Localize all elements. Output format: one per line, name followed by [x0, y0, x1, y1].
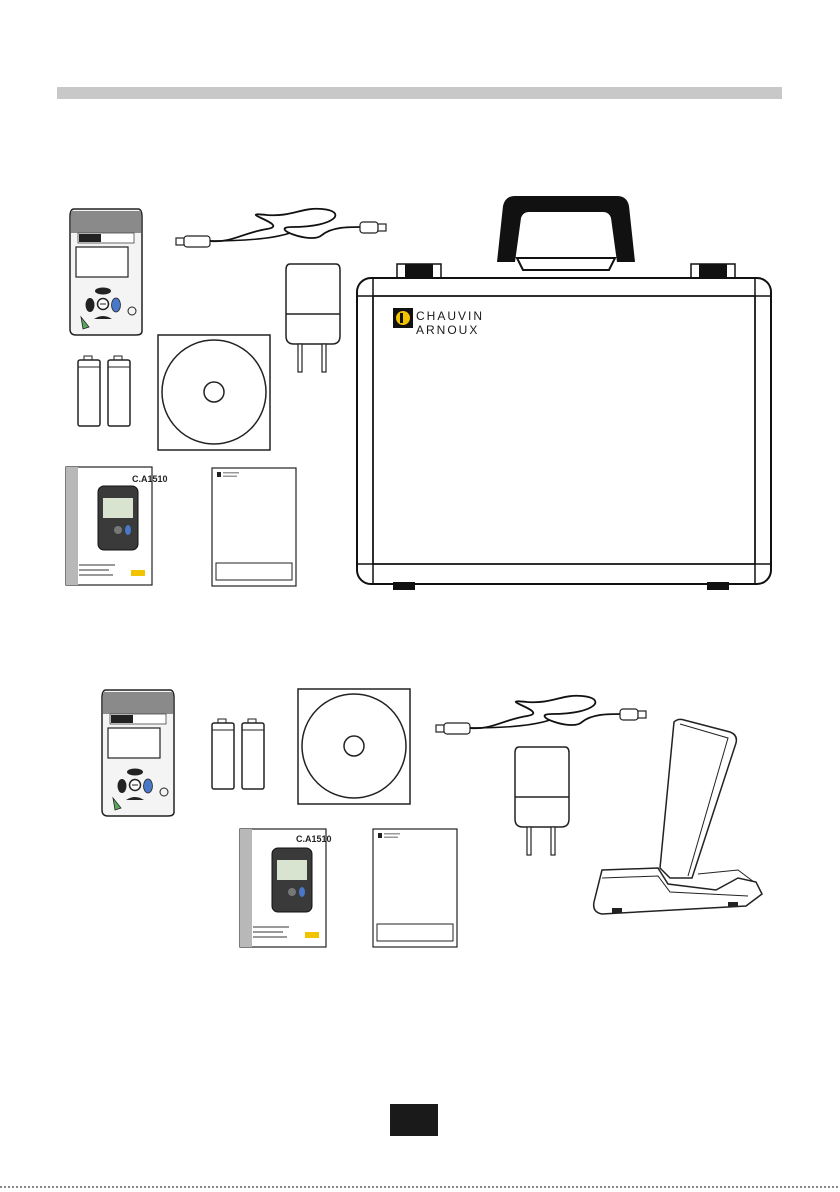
- battery-icon: [208, 716, 270, 792]
- instrument-icon: [68, 207, 144, 337]
- power-adapter-icon: [284, 262, 342, 374]
- manual-model: C.A1510: [132, 474, 168, 484]
- cd-icon: [297, 688, 411, 805]
- bottom-dashed-rule: [0, 1186, 840, 1188]
- carrying-case-icon: [355, 192, 775, 592]
- top-rule: [57, 87, 782, 99]
- safety-sheet-icon: [372, 828, 458, 948]
- safety-sheet-icon: [211, 467, 297, 587]
- power-adapter-icon: [513, 745, 571, 857]
- manual-icon: [65, 466, 153, 586]
- instrument-icon: [100, 687, 176, 819]
- page-number-box: [390, 1104, 438, 1136]
- stand-icon: [588, 718, 776, 918]
- brand-line2: ARNOUX: [416, 324, 479, 336]
- manual-icon: [239, 828, 327, 948]
- brand-line1: CHAUVIN: [416, 310, 484, 322]
- cd-icon: [157, 334, 271, 451]
- manual-model: C.A1510: [296, 834, 332, 844]
- battery-icon: [74, 355, 136, 427]
